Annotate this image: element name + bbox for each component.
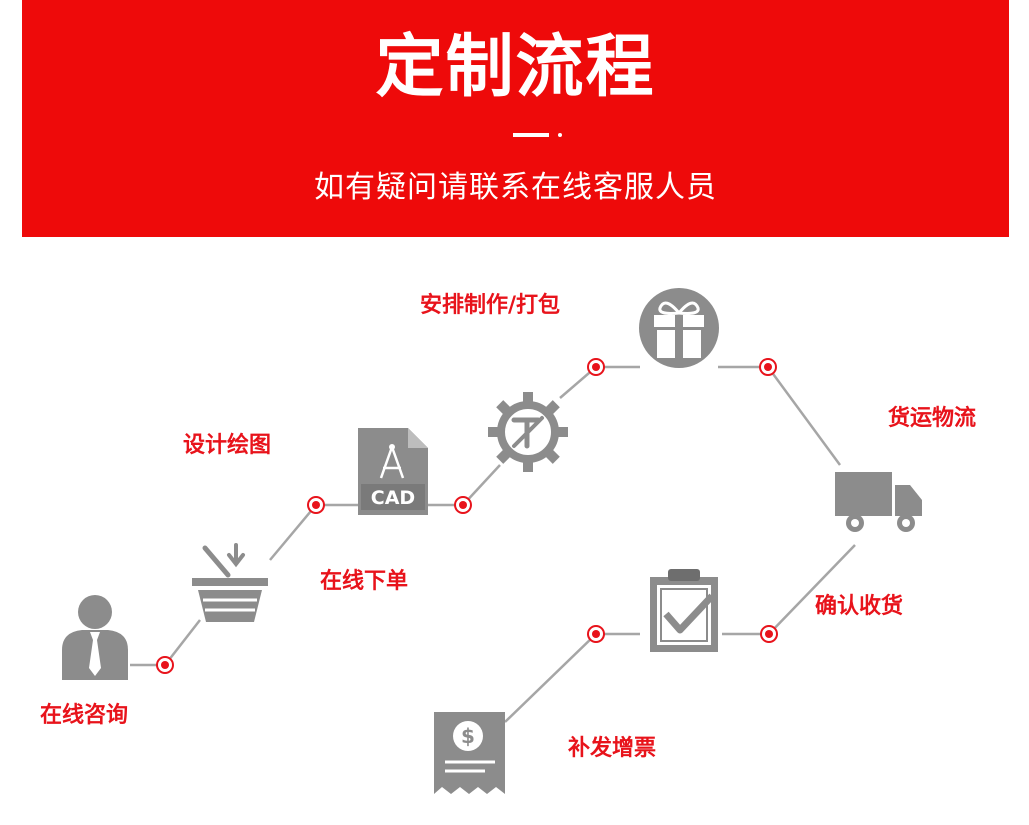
connector-line	[766, 366, 842, 466]
connector-line	[462, 464, 501, 506]
delivery-truck-icon	[835, 472, 922, 532]
title-divider-dot	[558, 133, 562, 137]
flow-node	[307, 496, 325, 514]
step-label-production-packing: 安排制作/打包	[420, 293, 561, 318]
gift-box-icon	[639, 288, 719, 368]
step-label-freight-logistics: 货运物流	[888, 406, 977, 431]
cad-file-label: CAD	[371, 487, 415, 509]
flow-node	[156, 656, 174, 674]
flow-nodes	[156, 358, 778, 674]
step-label-invoice-reissue: 补发增票	[568, 736, 657, 761]
header-banner: 定制流程 如有疑问请联系在线客服人员	[22, 0, 1009, 237]
cad-file-icon: CAD	[358, 428, 428, 515]
flow-node	[759, 358, 777, 376]
svg-text:$: $	[461, 724, 475, 748]
flow-node	[454, 496, 472, 514]
invoice-receipt-icon: $	[434, 712, 505, 794]
connector-line	[504, 633, 597, 723]
step-label-online-order: 在线下单	[320, 569, 409, 594]
flow-node	[587, 358, 605, 376]
clipboard-check-icon	[650, 569, 718, 652]
connector-line	[269, 504, 317, 561]
step-label-online-consult: 在线咨询	[40, 703, 129, 728]
flow-node	[587, 625, 605, 643]
shopping-basket-icon	[192, 543, 268, 622]
title-divider	[513, 133, 549, 137]
connector-line	[164, 619, 201, 666]
page-subtitle: 如有疑问请联系在线客服人员	[314, 170, 717, 205]
page-title: 定制流程	[375, 28, 656, 107]
connector-line	[768, 544, 856, 635]
flow-connectors	[130, 365, 856, 723]
step-label-confirm-receipt: 确认收货	[815, 594, 904, 619]
flow-node	[760, 625, 778, 643]
step-label-design-drawing: 设计绘图	[183, 433, 272, 458]
gear-tools-icon	[488, 392, 568, 472]
consultant-person-icon	[62, 595, 128, 680]
